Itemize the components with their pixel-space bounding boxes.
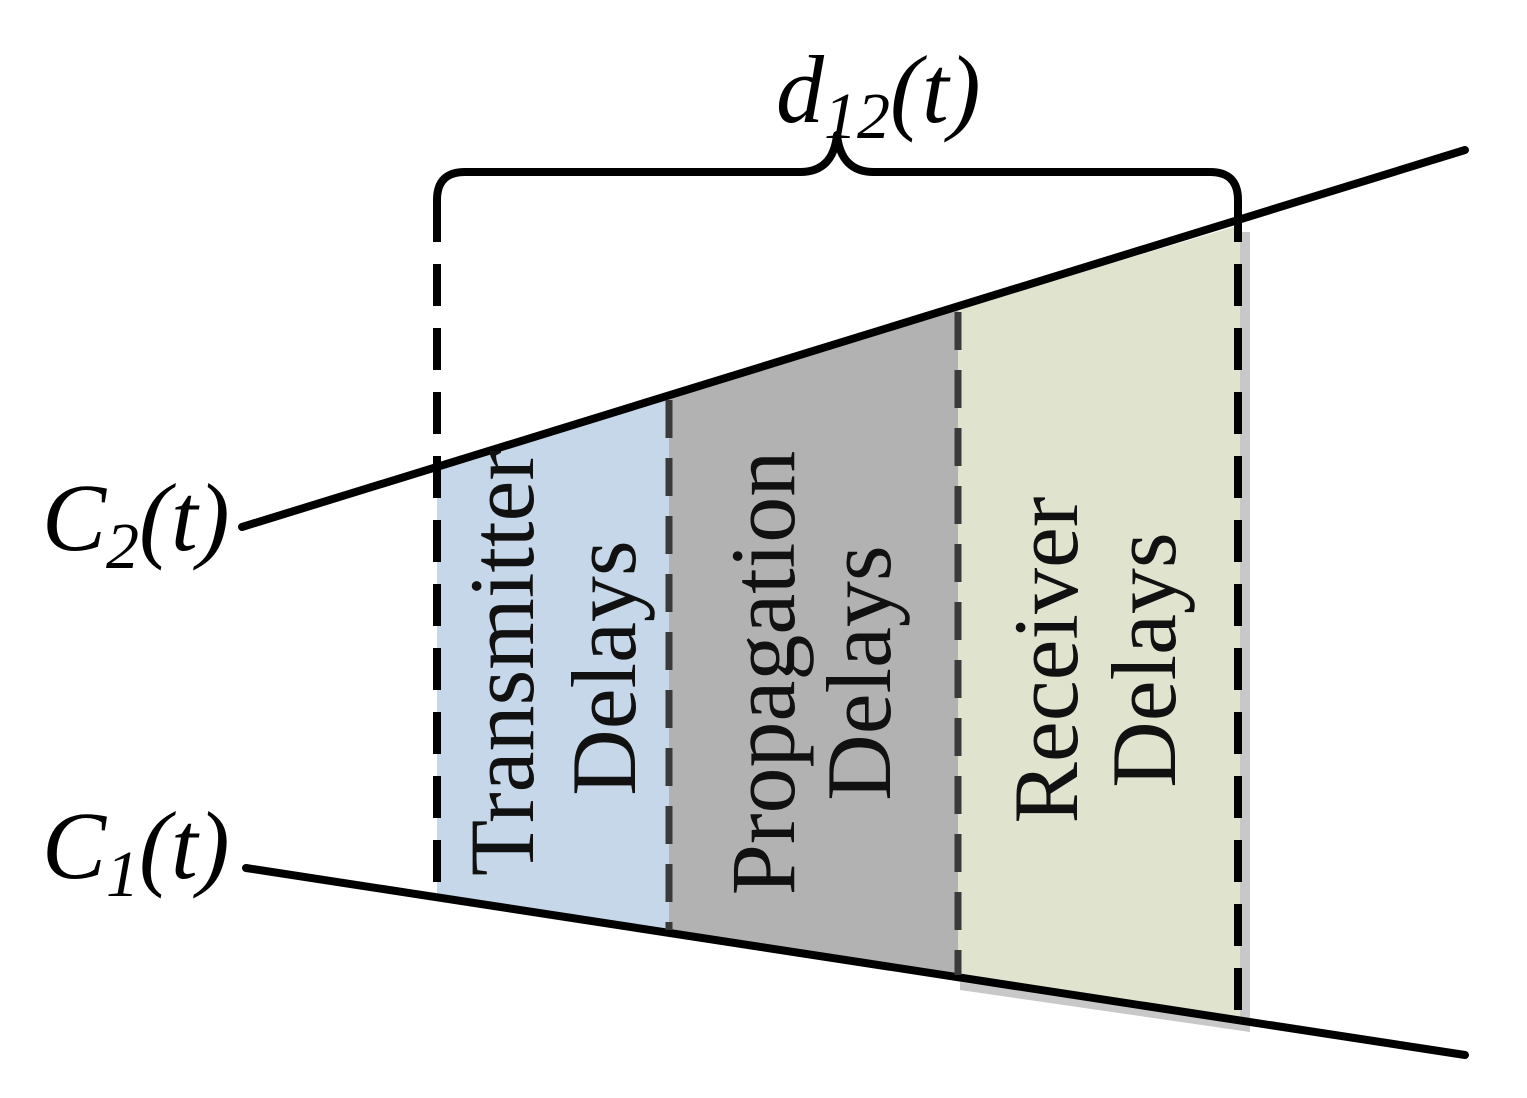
transmitter-delays-region: [437, 397, 669, 931]
interval-label-base: d: [776, 36, 825, 143]
interval-label-argument: (t): [890, 36, 981, 143]
receiver-region-shadow: [1240, 232, 1250, 1032]
interval-brace: [433, 131, 1242, 204]
clock-c2-label-argument: (t): [139, 464, 230, 571]
propagation-label-line2: Delays: [808, 545, 910, 800]
receiver-label-line1: Receiver: [995, 497, 1097, 824]
clock-c1-label: C1(t): [42, 792, 230, 911]
receiver-region-shadow-bottom: [960, 982, 1250, 1032]
propagation-delays-region: [669, 309, 958, 975]
clock-c1-label-subscript: 1: [106, 838, 139, 911]
propagation-label-line1: Propagation: [712, 451, 814, 896]
clock-c2-label: C2(t): [42, 464, 230, 583]
clock-c1-line: [242, 864, 1469, 1059]
clock-c2-label-base: C: [42, 464, 107, 571]
clock-c1-label-argument: (t): [139, 792, 230, 899]
receiver-label-line2: Delays: [1093, 532, 1195, 787]
clock-c2-line: [238, 146, 1469, 531]
receiver-delays-region: [958, 225, 1240, 1020]
transmitter-label-line1: Transmitter: [451, 450, 553, 876]
interval-label-subscript: 12: [824, 80, 890, 153]
clock-c1-label-base: C: [42, 792, 107, 899]
transmitter-label-line2: Delays: [553, 540, 655, 795]
clock-c2-label-subscript: 2: [106, 510, 139, 583]
interval-label: d12(t): [776, 36, 981, 153]
